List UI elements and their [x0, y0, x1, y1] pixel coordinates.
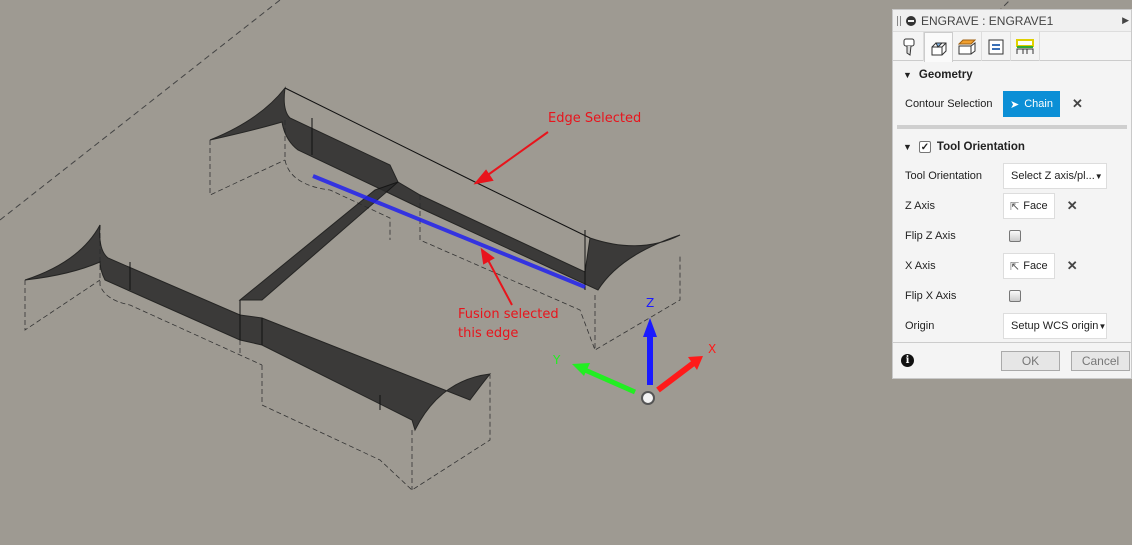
selected-edge-highlight[interactable]: [312, 174, 586, 289]
h-letter-walls: [24, 86, 681, 432]
tab-linking[interactable]: [1011, 32, 1040, 61]
flip-z-checkbox[interactable]: [1009, 230, 1021, 242]
contour-selection-label: Contour Selection: [905, 98, 993, 110]
tool-icon: [903, 38, 915, 56]
section-divider: [897, 125, 1127, 129]
dialog-tabs: [893, 32, 1131, 62]
flip-x-checkbox[interactable]: [1009, 290, 1021, 302]
x-axis-arrow: [656, 359, 697, 393]
linking-icon: [1016, 38, 1034, 54]
fusion-selected-annotation-line2: this edge: [458, 326, 519, 341]
edge-selected-annotation: Edge Selected: [548, 111, 642, 126]
z-axis-value: Face: [1023, 200, 1048, 212]
drag-grip-icon[interactable]: [897, 15, 901, 26]
z-axis-label: Z Axis: [905, 200, 935, 212]
minimize-icon[interactable]: [906, 15, 916, 26]
dialog-title: ENGRAVE : ENGRAVE1: [921, 13, 1054, 28]
cursor-icon: ➤: [1010, 98, 1020, 111]
tool-orientation-value: Select Z axis/pl...: [1011, 170, 1095, 182]
tab-heights[interactable]: [953, 32, 982, 61]
tab-tool[interactable]: [895, 32, 924, 61]
y-axis-arrow: [583, 367, 637, 395]
clear-x-axis-icon[interactable]: ✕: [1066, 258, 1078, 273]
geometry-heading: Geometry: [918, 69, 973, 81]
dropdown-caret-icon: ▼: [1098, 321, 1107, 331]
tool-orientation-select[interactable]: Select Z axis/pl...▼: [1003, 163, 1107, 189]
tool-orientation-heading: Tool Orientation: [936, 141, 1025, 153]
geometry-icon: [931, 42, 946, 55]
expand-arrow-icon[interactable]: ▶: [1122, 15, 1129, 25]
passes-icon: [988, 39, 1004, 54]
x-axis-label: X Axis: [905, 260, 936, 272]
annotation-arrows: [473, 131, 549, 306]
view-triad[interactable]: [572, 318, 703, 405]
tab-geometry[interactable]: [924, 32, 953, 62]
fusion-selected-annotation-line1: Fusion selected: [458, 307, 559, 322]
collapse-triangle-icon[interactable]: ▼: [903, 70, 912, 80]
dropdown-caret-icon: ▼: [1094, 171, 1103, 181]
info-icon[interactable]: i: [901, 354, 914, 367]
y-axis-label: Y: [553, 353, 561, 367]
origin-select[interactable]: Setup WCS origin▼: [1003, 313, 1107, 339]
ok-button[interactable]: OK: [1001, 351, 1060, 371]
h-letter-edges: [129, 87, 591, 410]
hidden-edges: [24, 120, 681, 491]
dialog-header[interactable]: ENGRAVE : ENGRAVE1 ▶: [893, 10, 1131, 32]
clear-z-axis-icon[interactable]: ✕: [1066, 198, 1078, 213]
chain-selection-button[interactable]: ➤ Chain: [1003, 91, 1060, 117]
flip-x-label: Flip X Axis: [905, 290, 957, 302]
chain-label: Chain: [1024, 98, 1053, 110]
z-axis-face-button[interactable]: ⇱Face: [1003, 193, 1055, 219]
tool-orientation-label: Tool Orientation: [905, 170, 983, 182]
x-axis-face-button[interactable]: ⇱Face: [1003, 253, 1055, 279]
construction-lines: [0, 0, 1011, 221]
tool-orientation-section-header[interactable]: ▼ ✓ Tool Orientation: [893, 133, 1131, 161]
triad-origin: [641, 391, 655, 405]
z-axis-label: Z: [646, 296, 655, 310]
x-axis-label: X: [708, 342, 717, 356]
tool-orientation-checkbox[interactable]: ✓: [918, 141, 931, 153]
cursor-icon: ⇱: [1010, 200, 1020, 213]
clear-contour-icon[interactable]: ✕: [1071, 96, 1083, 111]
cursor-icon: ⇱: [1010, 260, 1020, 273]
collapse-triangle-icon[interactable]: ▼: [903, 142, 912, 152]
cancel-button[interactable]: Cancel: [1071, 351, 1130, 371]
origin-label: Origin: [905, 320, 935, 332]
engrave-dialog: ENGRAVE : ENGRAVE1 ▶ ▼ Geometry Contour S…: [892, 9, 1132, 379]
tab-passes[interactable]: [982, 32, 1011, 61]
heights-icon: [958, 39, 976, 54]
x-axis-value: Face: [1023, 260, 1048, 272]
geometry-section-header[interactable]: ▼ Geometry: [893, 61, 1131, 89]
flip-z-label: Flip Z Axis: [905, 230, 956, 242]
dialog-footer: i OK Cancel: [893, 342, 1131, 378]
origin-value: Setup WCS origin: [1011, 320, 1099, 332]
